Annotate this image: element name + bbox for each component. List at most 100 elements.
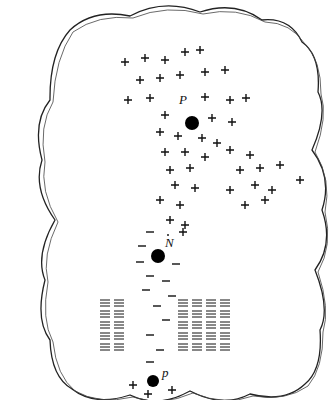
negative-charge bbox=[192, 325, 202, 326]
negative-charge bbox=[138, 245, 146, 246]
negative-charge bbox=[178, 350, 188, 351]
charge-centre-dot bbox=[147, 375, 159, 387]
negative-charge bbox=[220, 325, 230, 326]
positive-charge bbox=[179, 228, 187, 236]
negative-charge bbox=[220, 350, 230, 351]
negative-charge bbox=[114, 328, 124, 329]
negative-charge bbox=[206, 344, 216, 345]
positive-charge bbox=[161, 56, 169, 64]
positive-charge bbox=[226, 186, 234, 194]
negative-charge bbox=[114, 350, 124, 351]
negative-charge bbox=[114, 336, 124, 337]
negative-charge bbox=[114, 306, 124, 307]
positive-charge bbox=[246, 151, 254, 159]
negative-charge bbox=[178, 311, 188, 312]
positive-charge bbox=[228, 118, 236, 126]
positive-charge bbox=[201, 93, 209, 101]
charge-centre-label: p bbox=[161, 366, 170, 379]
positive-charge bbox=[191, 184, 199, 192]
negative-charge bbox=[114, 311, 124, 312]
negative-charge bbox=[146, 334, 154, 335]
negative-charge bbox=[114, 339, 124, 340]
negative-charge bbox=[192, 350, 202, 351]
negative-charge bbox=[100, 350, 110, 351]
negative-charge bbox=[220, 303, 230, 304]
negative-charge bbox=[100, 347, 110, 348]
negative-charge bbox=[100, 336, 110, 337]
negative-charge bbox=[100, 322, 110, 323]
charge-centre-label: P bbox=[178, 93, 188, 106]
positive-charge bbox=[156, 196, 164, 204]
negative-charge bbox=[156, 349, 164, 350]
positive-charge bbox=[129, 381, 137, 389]
negative-charge bbox=[178, 328, 188, 329]
positive-charge bbox=[181, 48, 189, 56]
charge-centre-dot bbox=[185, 116, 199, 130]
negative-charge bbox=[153, 305, 161, 306]
positive-charge bbox=[156, 74, 164, 82]
negative-charge bbox=[220, 314, 230, 315]
charge-centre-dot bbox=[151, 249, 165, 263]
negative-charge bbox=[220, 347, 230, 348]
positive-charge bbox=[196, 46, 204, 54]
positive-charge bbox=[121, 58, 129, 66]
negative-charge bbox=[206, 303, 216, 304]
positive-charge bbox=[261, 196, 269, 204]
negative-charge bbox=[178, 314, 188, 315]
negative-charge bbox=[100, 325, 110, 326]
negative-charge bbox=[114, 303, 124, 304]
positive-charge bbox=[156, 128, 164, 136]
negative-charge bbox=[136, 261, 144, 262]
negative-charge bbox=[220, 306, 230, 307]
positive-charge bbox=[181, 221, 189, 229]
negative-charge bbox=[206, 325, 216, 326]
positive-charge bbox=[166, 166, 174, 174]
negative-charge bbox=[162, 280, 170, 281]
negative-charge bbox=[206, 336, 216, 337]
negative-charge bbox=[206, 322, 216, 323]
negative-charge bbox=[100, 328, 110, 329]
positive-charge bbox=[161, 148, 169, 156]
negative-charge bbox=[206, 333, 216, 334]
positive-charge bbox=[201, 68, 209, 76]
positive-charge bbox=[213, 139, 221, 147]
negative-charge bbox=[220, 333, 230, 334]
negative-charge bbox=[220, 344, 230, 345]
positive-charge bbox=[124, 96, 132, 104]
positive-charge bbox=[226, 146, 234, 154]
negative-charge bbox=[178, 322, 188, 323]
negative-charge bbox=[192, 317, 202, 318]
negative-charge bbox=[192, 303, 202, 304]
positive-charge bbox=[168, 386, 176, 394]
positive-charge bbox=[161, 111, 169, 119]
positive-charge bbox=[251, 181, 259, 189]
negative-charge bbox=[192, 314, 202, 315]
negative-charge bbox=[220, 317, 230, 318]
negative-charge bbox=[206, 314, 216, 315]
positive-charge bbox=[146, 94, 154, 102]
negative-charge bbox=[114, 314, 124, 315]
negative-charge bbox=[206, 350, 216, 351]
negative-charge bbox=[192, 344, 202, 345]
positive-charge bbox=[198, 134, 206, 142]
negative-charge bbox=[178, 344, 188, 345]
negative-charge bbox=[100, 306, 110, 307]
negative-charge bbox=[206, 317, 216, 318]
positive-charge bbox=[181, 148, 189, 156]
negative-charge bbox=[206, 306, 216, 307]
negative-charge bbox=[192, 322, 202, 323]
negative-charge bbox=[220, 336, 230, 337]
positive-charge bbox=[236, 166, 244, 174]
negative-charge bbox=[178, 333, 188, 334]
negative-charge bbox=[178, 336, 188, 337]
negative-charge bbox=[206, 328, 216, 329]
negative-charge bbox=[192, 339, 202, 340]
negative-charge bbox=[192, 300, 202, 301]
positive-charge bbox=[176, 201, 184, 209]
negative-charge bbox=[192, 328, 202, 329]
positive-charge bbox=[226, 96, 234, 104]
negative-charge bbox=[100, 300, 110, 301]
negative-charge bbox=[172, 263, 180, 264]
